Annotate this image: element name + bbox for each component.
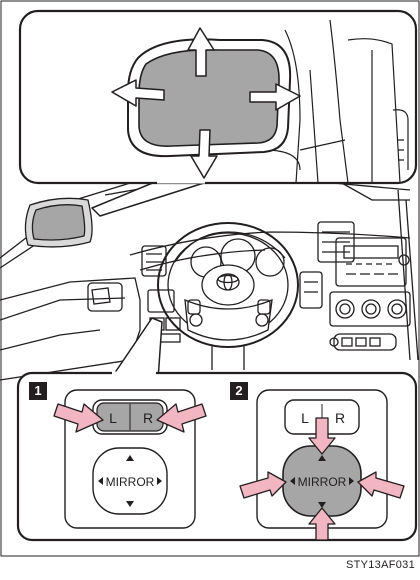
- step-2-right-label: R: [335, 410, 345, 426]
- step-1-left-label: L: [109, 410, 117, 426]
- step-1-badge: 1: [29, 382, 47, 400]
- step-2-center-label: MIRROR: [298, 475, 347, 489]
- figure-code: STY13AF031: [346, 559, 415, 571]
- step-2-badge: 2: [230, 382, 248, 400]
- step-1-right-label: R: [143, 410, 153, 426]
- step-1-center-label: MIRROR: [106, 475, 155, 489]
- step-2-left-label: L: [301, 410, 309, 426]
- step-2-switch: L R MIRROR: [240, 390, 404, 540]
- step-1-switch: L R MIRROR: [54, 390, 206, 528]
